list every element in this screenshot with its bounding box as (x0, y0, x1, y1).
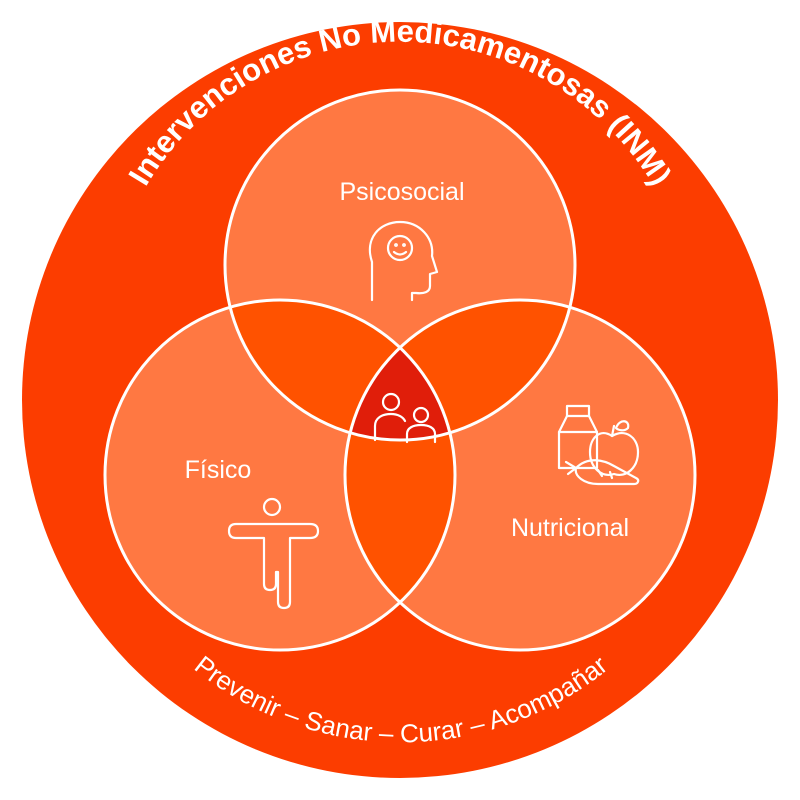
label-psicosocial: Psicosocial (339, 178, 464, 206)
label-nutricional: Nutricional (511, 514, 629, 542)
family-icon (373, 392, 437, 444)
circle-fisico-outline (103, 298, 457, 652)
label-fisico: Físico (185, 456, 252, 484)
head-smile-icon (368, 220, 439, 302)
circle-psicosocial-outline (223, 88, 577, 442)
circle-nutricional-outline (343, 298, 697, 652)
person-stretching-icon (227, 497, 320, 610)
food-icon (557, 404, 640, 486)
